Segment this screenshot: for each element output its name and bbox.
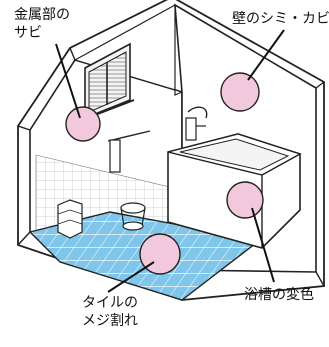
label-metal-rust: 金属部の サビ xyxy=(14,7,70,41)
stool xyxy=(120,202,146,231)
leader-lines xyxy=(55,29,285,293)
shelf xyxy=(57,199,83,239)
leader-wall-stain xyxy=(247,29,285,81)
marker-tub-discolor xyxy=(226,181,264,219)
label-tile-crack: タイルの メジ割れ xyxy=(82,295,138,329)
leader-tile-crack xyxy=(107,261,155,293)
faucet xyxy=(185,106,208,141)
leader-tub-discolor xyxy=(251,207,275,283)
window xyxy=(81,42,135,121)
marker-wall-stain xyxy=(220,72,260,112)
label-tub-discolor: 浴槽の変色 xyxy=(244,287,314,303)
marker-metal-rust xyxy=(65,106,101,142)
towel xyxy=(107,130,151,173)
leader-metal-rust xyxy=(55,43,81,119)
label-wall-stain: 壁のシミ・カビ xyxy=(232,11,329,27)
